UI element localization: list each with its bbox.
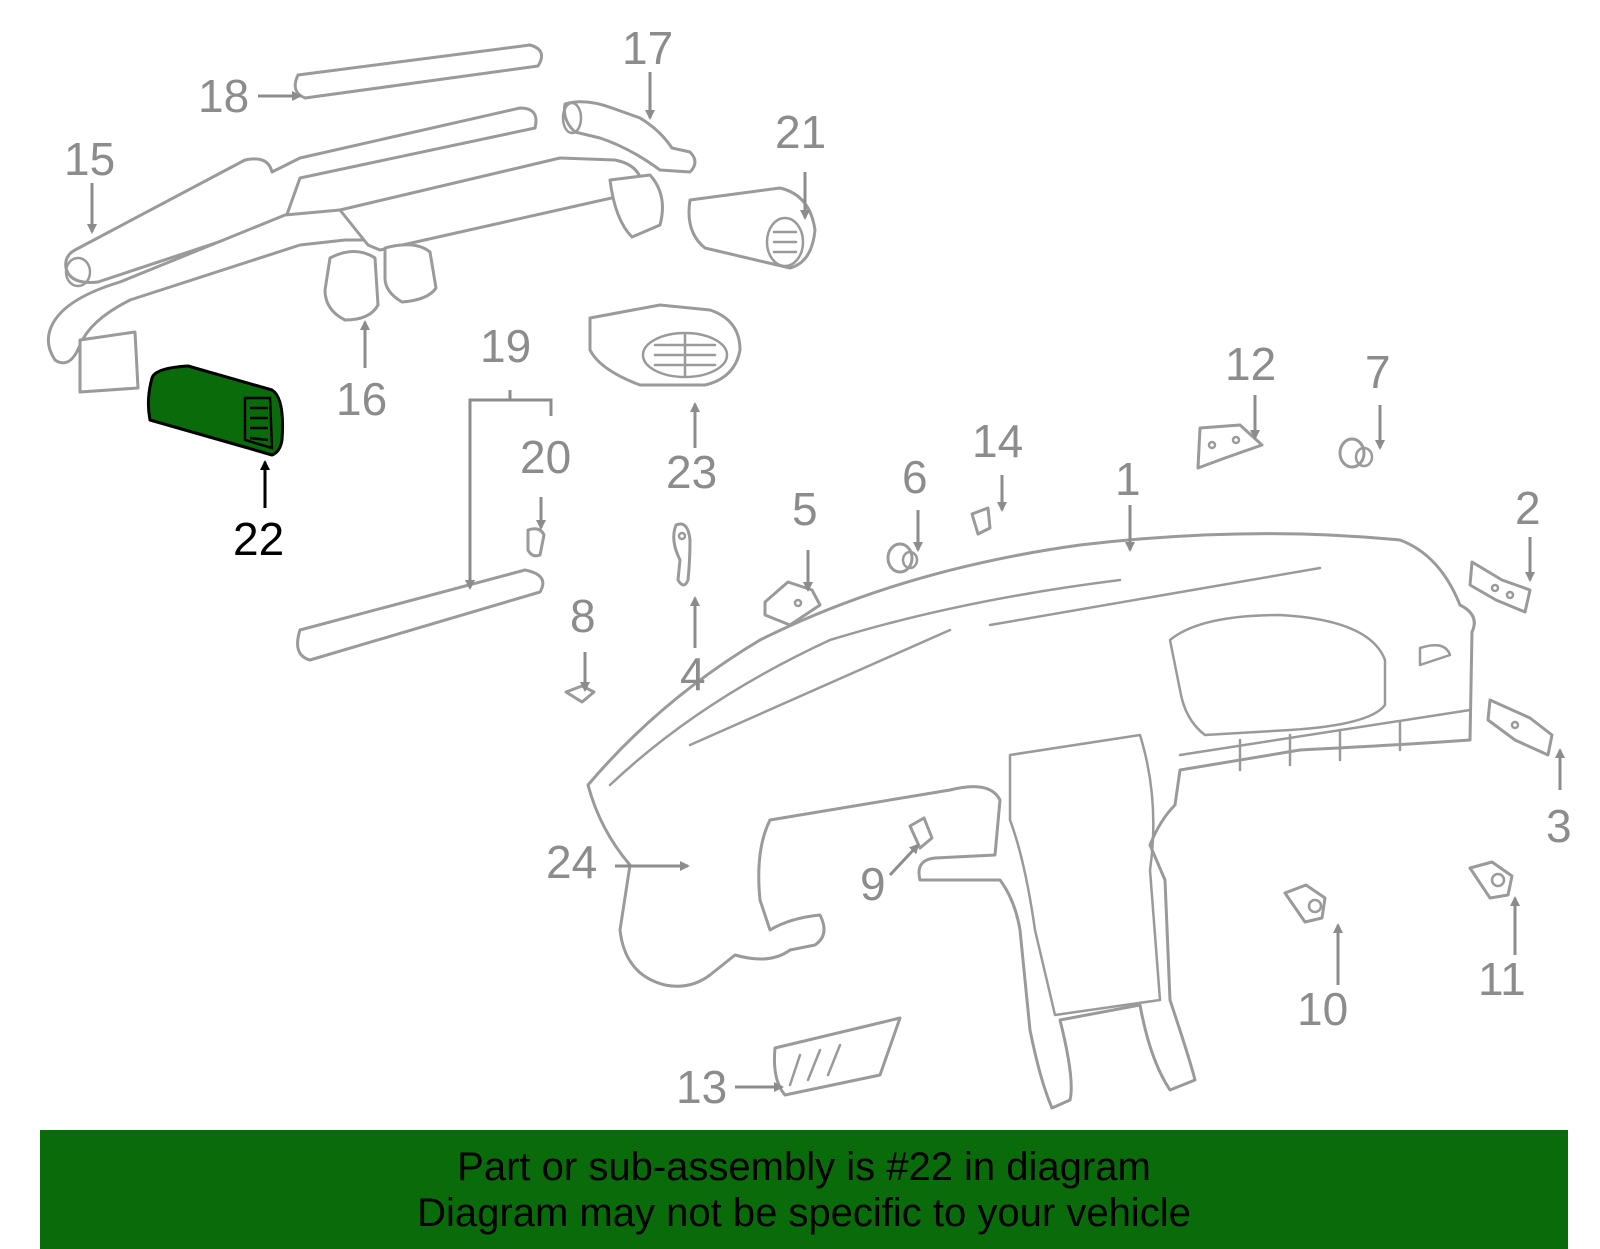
callout-7: 7 (1365, 346, 1391, 398)
callout-14: 14 (972, 415, 1023, 467)
part-4-bracket (672, 522, 692, 587)
part-18-trim-strip (293, 43, 544, 100)
banner-line-1: Part or sub-assembly is #22 in diagram (457, 1144, 1151, 1189)
callout-22: 22 (233, 513, 284, 565)
part-7-clip (1338, 437, 1374, 469)
callout-10: 10 (1297, 983, 1348, 1035)
callout-21: 21 (775, 106, 826, 158)
part-14-clip (970, 506, 992, 536)
info-banner: Part or sub-assembly is #22 in diagram D… (40, 1130, 1568, 1249)
part-9-clip (908, 816, 934, 850)
part-15-upper-duct (64, 106, 538, 288)
part-19-lower-trim-strip (296, 568, 545, 662)
callout-20: 20 (520, 431, 571, 483)
callout-8: 8 (570, 590, 596, 642)
callout-19: 19 (480, 320, 531, 372)
callout-16: 16 (336, 373, 387, 425)
callout-15: 15 (64, 133, 115, 185)
callout-6: 6 (902, 451, 928, 503)
callout-23: 23 (666, 446, 717, 498)
part-16-main-duct (46, 156, 664, 394)
part-6-clip (886, 542, 919, 574)
part-12-bracket (1196, 423, 1264, 470)
callout-4: 4 (680, 648, 706, 700)
callout-12: 12 (1225, 338, 1276, 390)
callout-2: 2 (1515, 482, 1541, 534)
banner-line-2: Diagram may not be specific to your vehi… (417, 1190, 1191, 1235)
part-5-bracket (763, 580, 822, 627)
callout-5: 5 (792, 483, 818, 535)
part-20-clip (526, 527, 546, 558)
callout-1: 1 (1115, 453, 1141, 505)
part-11-bolt (1468, 860, 1514, 900)
callout-11: 11 (1478, 953, 1526, 1005)
part-21-side-vent (687, 186, 817, 270)
part-10-bolt (1283, 883, 1327, 924)
part-1-instrument-panel (586, 532, 1476, 1110)
part-13-pocket (773, 1016, 902, 1097)
callout-13: 13 (676, 1061, 727, 1113)
part-23-center-vent (588, 303, 742, 387)
callout-24: 24 (546, 836, 597, 888)
callout-labels: 18 17 15 21 16 19 20 23 22 4 5 6 14 1 12… (64, 22, 1572, 1113)
leader-lines (87, 72, 1565, 1092)
part-2-bracket (1468, 560, 1532, 614)
callout-9: 9 (860, 858, 886, 910)
part-3-bracket (1486, 698, 1554, 757)
part-22-highlighted-vent (146, 364, 284, 457)
callout-3: 3 (1546, 800, 1572, 852)
callout-17: 17 (622, 22, 673, 74)
part-17-side-duct (561, 100, 697, 174)
part-8-clip (564, 684, 596, 704)
callout-18: 18 (198, 70, 249, 122)
